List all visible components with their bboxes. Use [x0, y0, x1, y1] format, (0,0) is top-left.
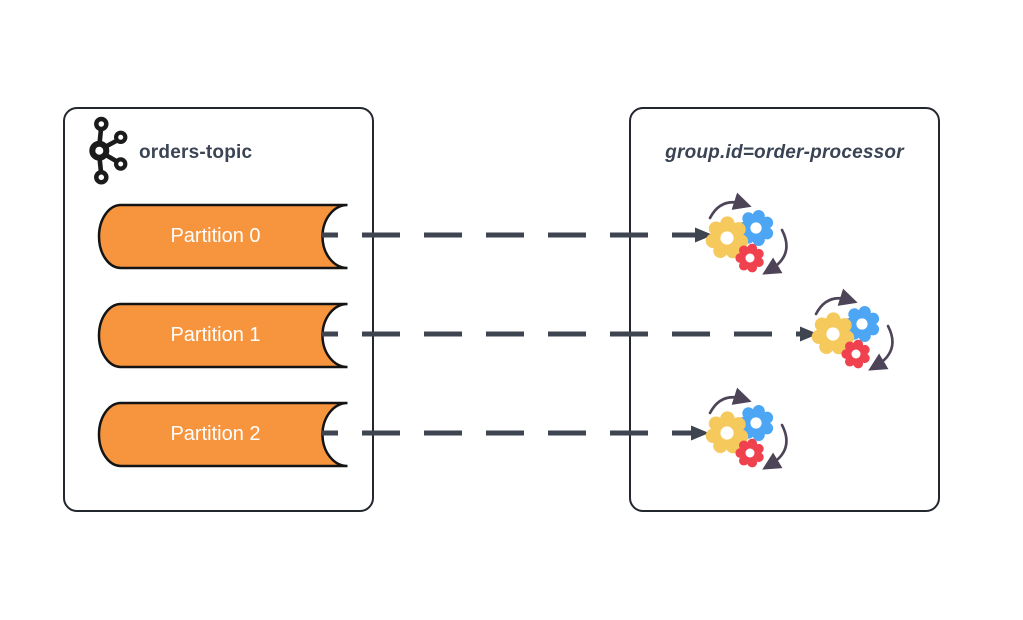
kafka-logo-icon [89, 116, 128, 185]
partition-label: Partition 0 [170, 225, 261, 247]
consumer-group-title: group.id=order-processor [665, 142, 904, 163]
gears-processing-icon [811, 288, 894, 371]
topic-title: orders-topic [139, 142, 253, 163]
consumer-group-box: group.id=order-processor [629, 107, 940, 512]
gears-processing-icon [705, 387, 788, 470]
partition-label: Partition 2 [170, 423, 261, 445]
partition-2: Partition 2 [97, 401, 350, 468]
partition-label: Partition 1 [170, 324, 261, 346]
partition-shape [97, 401, 348, 468]
partition-shape [97, 302, 348, 369]
partition-0: Partition 0 [97, 203, 350, 270]
topic-box: orders-topic Partition 0 Partition 1 Par… [63, 107, 374, 512]
partition-1: Partition 1 [97, 302, 350, 369]
gears-processing-icon [705, 192, 788, 275]
partition-shape [97, 203, 348, 270]
